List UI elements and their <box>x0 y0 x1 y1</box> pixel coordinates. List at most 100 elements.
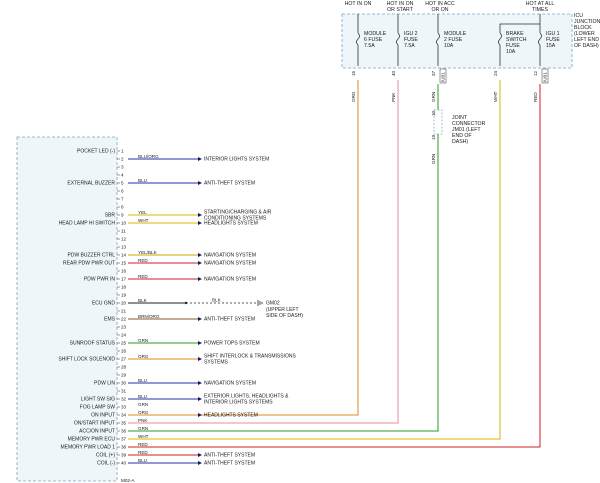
pin-number: 18 <box>121 285 127 290</box>
arrow-icon <box>198 253 202 257</box>
arrow-icon <box>198 341 202 345</box>
joint-label: DASH) <box>452 139 468 145</box>
pin-number: 20 <box>121 301 127 306</box>
signal-label: LIGHT SW SIG <box>81 397 115 403</box>
connector-id: M02-A <box>121 478 135 483</box>
arrow-icon <box>198 317 202 321</box>
pin-number: 8 <box>121 205 124 210</box>
fuse-label: 7.5A <box>364 43 375 49</box>
destination-label: INTERIOR LIGHTS SYSTEM <box>204 157 269 163</box>
wire-color-label: GRN <box>138 338 148 343</box>
destination-label: NAVIGATION SYSTEM <box>204 277 256 283</box>
fuse-label: IGU 1 <box>546 31 560 37</box>
destination-label: NAVIGATION SYSTEM <box>204 381 256 387</box>
feed-wire-grn <box>128 134 439 432</box>
junction-block-label: ICU <box>574 13 583 19</box>
pin-number: 2 <box>121 157 124 162</box>
fuse-label: 2 FUSE <box>444 37 463 43</box>
fuse-symbol <box>356 32 360 66</box>
pin-number: 34 <box>121 413 127 418</box>
pin-number: 35 <box>121 421 127 426</box>
pin-number: 26 <box>121 349 127 354</box>
power-label: OR ON <box>431 7 448 13</box>
destination-label: SYSTEMS <box>204 360 229 366</box>
connector-box <box>16 136 118 482</box>
pin-number: 17 <box>121 277 127 282</box>
signal-label: ACC/ON INPUT <box>79 429 115 435</box>
joint-label: JM01 (LEFT <box>452 127 481 133</box>
wire-color-label: RED <box>138 274 148 279</box>
connector-label: IU01 <box>543 72 548 82</box>
fuse-pin: 24 <box>493 70 498 76</box>
destination-label: CONDITIONING SYSTEMS <box>204 216 267 222</box>
power-label: TIMES <box>532 7 548 13</box>
fuse-label: FUSE <box>546 37 560 43</box>
signal-label: SHIFT LOCK SOLENOID <box>58 357 115 363</box>
signal-label: POCKET LED (-) <box>77 149 115 155</box>
wire-color-label: RED <box>138 442 148 447</box>
pin-number: 6 <box>121 189 124 194</box>
arrow-icon <box>198 461 202 465</box>
wire-color-label: BRN/ORG <box>138 314 160 319</box>
fuse-label: 10A <box>444 43 454 49</box>
arrow-icon <box>198 397 202 401</box>
signal-label: MEMORY PWR LOAD 1 <box>60 445 115 451</box>
feed-wire-wht <box>128 80 501 440</box>
connector-box <box>541 68 549 84</box>
pin-number: 38 <box>121 445 127 450</box>
pin-number: 3 <box>121 165 124 170</box>
signal-label: FOG LAMP SW <box>80 405 115 411</box>
arrow-icon <box>198 381 202 385</box>
junction-block-label: OF DASH) <box>574 43 599 49</box>
fuse-label: MODULE <box>444 31 467 37</box>
arrow-icon <box>198 453 202 457</box>
wire-color-label: GRN <box>431 92 436 102</box>
signal-label: REAR PDW PWR OUT <box>63 261 115 267</box>
joint-label: JOINT <box>452 115 468 121</box>
connector-box <box>439 68 447 84</box>
pin-number: 13 <box>121 245 127 250</box>
fuse-label: FUSE <box>506 43 520 49</box>
wire-color-label: RED <box>533 92 538 102</box>
wire-color-label: PNK <box>138 418 148 423</box>
destination-label: INTERIOR LIGHTS SYSTEMS <box>204 400 273 406</box>
arrow-icon <box>198 277 202 281</box>
arrow-icon <box>198 261 202 265</box>
pin-number: 28 <box>121 365 127 370</box>
arrow-icon <box>198 413 202 417</box>
ground-icon <box>257 300 263 306</box>
fuse-label: 15A <box>546 43 556 49</box>
fuse-symbol <box>396 32 400 66</box>
signal-label: COIL (-) <box>97 461 115 467</box>
fuse-label: SWITCH <box>506 37 527 43</box>
pin-number: 36 <box>121 429 127 434</box>
fuse-label: FUSE <box>404 37 418 43</box>
pin-number: 21 <box>121 309 127 314</box>
pin-number: 9 <box>121 213 124 218</box>
fuse-pin: 12 <box>533 70 538 76</box>
power-label: OR START <box>387 7 414 13</box>
pin-number: 33 <box>121 405 127 410</box>
wire-color-label: ORG <box>138 354 149 359</box>
destination-label: HEADLIGHTS SYSTEM <box>204 221 258 227</box>
signal-label: ON/START INPUT <box>74 421 115 427</box>
fuse-symbol <box>498 32 502 66</box>
arrow-icon <box>198 157 202 161</box>
ground-wire-color: BLK <box>212 298 222 303</box>
wire-color-label: BLU <box>138 458 147 463</box>
fuse-pin: 15 <box>351 70 356 76</box>
wire-color-label: RED <box>138 450 148 455</box>
arrow-icon <box>198 221 202 225</box>
ground-desc: (UPPER LEFT <box>266 307 299 313</box>
power-label: HOT IN ACC <box>425 1 455 7</box>
wire-color-label: BLU <box>138 394 147 399</box>
feed-wire-red <box>128 84 541 448</box>
wire-color-label: WHT <box>493 91 498 102</box>
pin-number: 4 <box>121 173 124 178</box>
pin-number: 12 <box>121 237 127 242</box>
wire-color-label: GRN <box>138 402 148 407</box>
